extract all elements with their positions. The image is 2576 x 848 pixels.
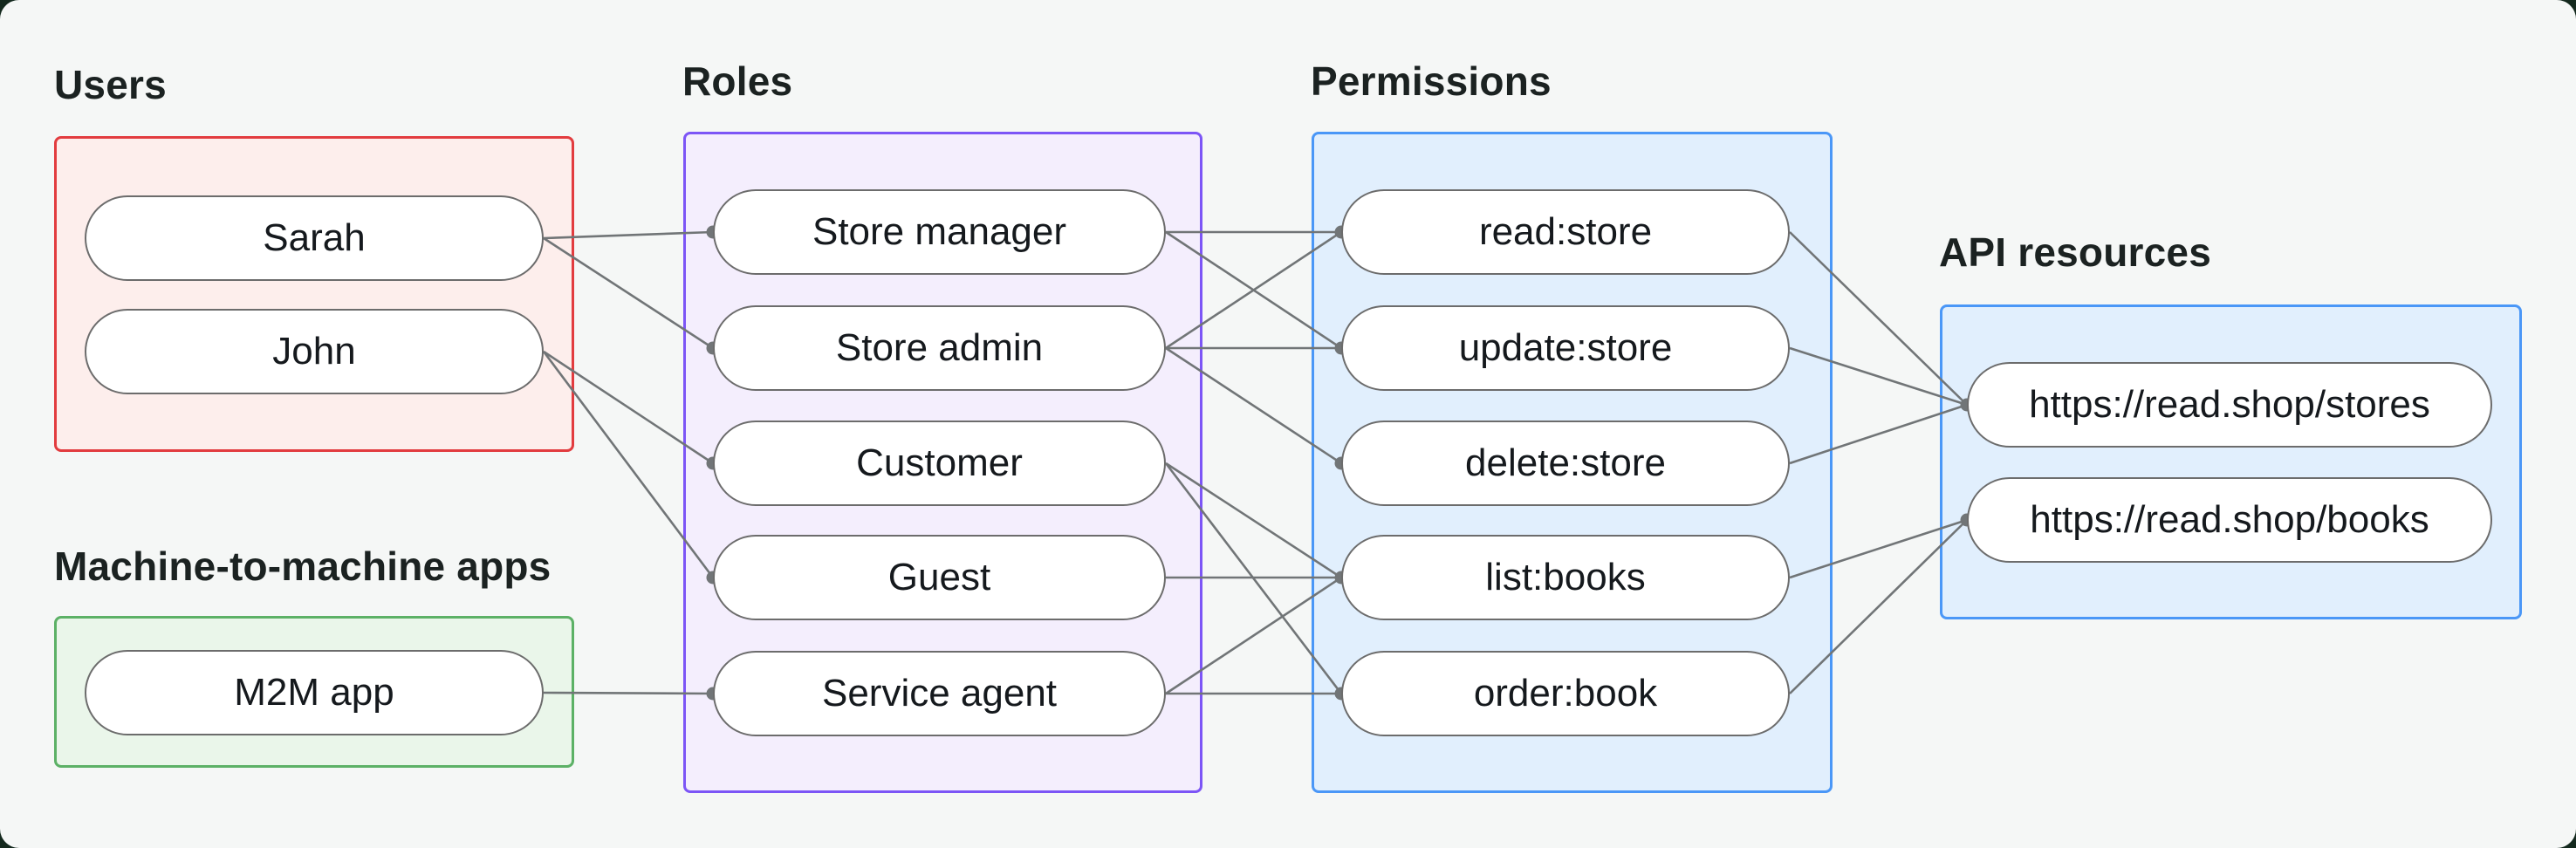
node-label: Store manager xyxy=(812,210,1067,253)
roles-group-label: Roles xyxy=(682,58,793,104)
node-read-store: read:store xyxy=(1341,189,1790,275)
node-api-books: https://read.shop/books xyxy=(1967,477,2492,563)
node-delete-store: delete:store xyxy=(1341,421,1790,506)
node-customer: Customer xyxy=(713,421,1166,506)
node-label: Sarah xyxy=(263,216,366,259)
node-label: Customer xyxy=(856,441,1023,484)
node-label: Guest xyxy=(887,556,991,598)
node-list-books: list:books xyxy=(1341,535,1790,620)
node-label: order:book xyxy=(1473,672,1658,715)
node-api-stores: https://read.shop/stores xyxy=(1967,362,2492,448)
api-group-label: API resources xyxy=(1939,229,2211,275)
users-group-box xyxy=(54,136,574,452)
api-group-box xyxy=(1940,304,2522,619)
node-store-admin: Store admin xyxy=(713,305,1166,391)
node-store-manager: Store manager xyxy=(713,189,1166,275)
node-label: https://read.shop/stores xyxy=(2029,383,2430,426)
node-label: list:books xyxy=(1485,556,1646,598)
node-order-book: order:book xyxy=(1341,651,1790,736)
node-update-store: update:store xyxy=(1341,305,1790,391)
permissions-group-label: Permissions xyxy=(1311,58,1552,104)
node-label: M2M app xyxy=(234,671,394,714)
node-label: https://read.shop/books xyxy=(2030,498,2429,541)
node-service-agent: Service agent xyxy=(713,651,1166,736)
node-label: Store admin xyxy=(835,326,1044,369)
node-label: read:store xyxy=(1478,210,1653,253)
m2m-group-label: Machine-to-machine apps xyxy=(54,544,552,589)
node-label: delete:store xyxy=(1465,441,1666,484)
node-label: Service agent xyxy=(821,672,1058,715)
node-label: update:store xyxy=(1458,326,1673,369)
node-sarah: Sarah xyxy=(85,195,544,281)
node-guest: Guest xyxy=(713,535,1166,620)
node-john: John xyxy=(85,309,544,394)
node-label: John xyxy=(272,330,356,373)
node-m2m-app: M2M app xyxy=(85,650,544,735)
users-group-label: Users xyxy=(54,62,167,107)
